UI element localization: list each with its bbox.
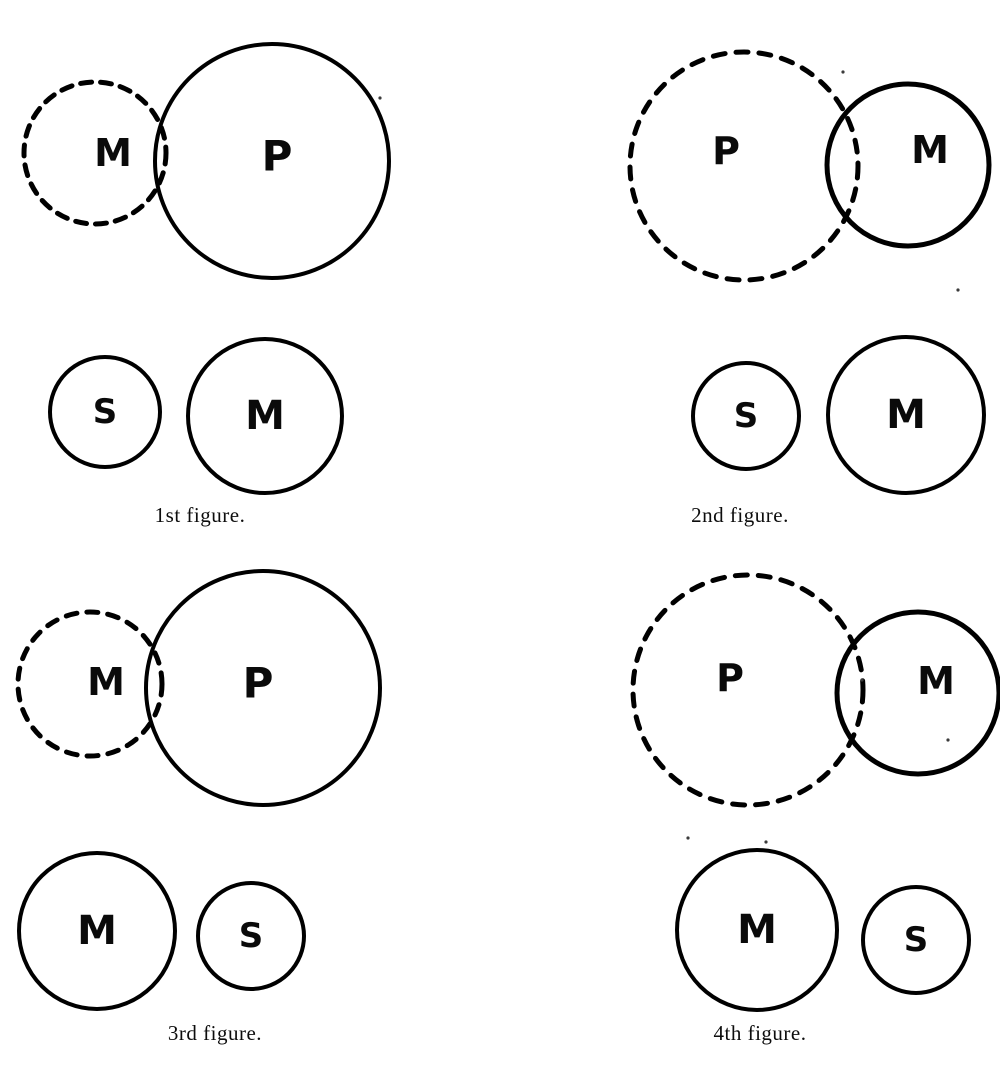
figure-4-caption: 4th figure.: [714, 1021, 807, 1045]
figure-2: P M S M 2nd figure.: [627, 49, 992, 527]
figure-4-conclusion-row: M S: [675, 848, 971, 1012]
circle-label-s: S: [734, 396, 759, 436]
figure-3-caption: 3rd figure.: [168, 1021, 262, 1045]
circle-m-dashed[interactable]: [15, 609, 165, 759]
scan-speck: [860, 678, 864, 682]
figure-1: M P S M 1st figure.: [21, 42, 391, 527]
circle-label-m: M: [911, 128, 949, 172]
scan-speck: [378, 96, 382, 100]
circle-label-m: M: [886, 392, 926, 438]
circle-m-solid[interactable]: [826, 335, 986, 495]
circle-label-m: M: [94, 131, 132, 175]
scan-speck: [841, 70, 845, 74]
circle-label-m: M: [77, 908, 117, 954]
circle-p-solid[interactable]: [144, 569, 382, 807]
circle-label-m: M: [917, 659, 955, 703]
circle-m-solid[interactable]: [186, 337, 344, 495]
circle-label-s: S: [904, 920, 929, 960]
figure-1-premise-row: M P: [21, 42, 391, 280]
figure-3-conclusion-row: M S: [17, 851, 306, 1011]
figure-3-premise-row: M P: [15, 569, 382, 807]
figure-4: P M M S 4th figure.: [630, 572, 1000, 1045]
circle-p-dashed[interactable]: [630, 572, 866, 808]
circle-label-s: S: [239, 916, 264, 956]
circle-p-dashed[interactable]: [627, 49, 861, 283]
circle-label-p: P: [712, 129, 740, 173]
circle-m-solid[interactable]: [834, 609, 1000, 777]
circle-m-solid[interactable]: [675, 848, 839, 1012]
circle-s-solid[interactable]: [861, 885, 971, 995]
circle-label-m: M: [737, 907, 777, 953]
figure-2-caption: 2nd figure.: [691, 503, 789, 527]
figure-3: M P M S 3rd figure.: [15, 569, 382, 1045]
circle-p-solid[interactable]: [153, 42, 391, 280]
scan-speck: [686, 836, 690, 840]
figure-1-caption: 1st figure.: [155, 503, 246, 527]
scan-speck: [764, 840, 768, 844]
scan-speck: [946, 738, 950, 742]
circle-label-m: M: [87, 660, 125, 704]
circle-label-m: M: [245, 393, 285, 439]
circle-label-p: P: [262, 132, 293, 181]
scan-speck-layer: [378, 70, 960, 844]
figure-2-premise-row: P M: [627, 49, 992, 283]
figure-2-conclusion-row: S M: [691, 335, 986, 495]
circle-s-solid[interactable]: [48, 355, 162, 469]
circle-m-solid[interactable]: [17, 851, 177, 1011]
figure-1-conclusion-row: S M: [48, 337, 344, 495]
figure-4-premise-row: P M: [630, 572, 1000, 808]
circle-s-solid[interactable]: [196, 881, 306, 991]
circle-label-p: P: [243, 659, 274, 708]
circle-m-solid[interactable]: [824, 81, 992, 249]
circle-label-p: P: [716, 656, 744, 700]
scan-speck: [956, 288, 960, 292]
circle-s-solid[interactable]: [691, 361, 801, 471]
circle-label-s: S: [93, 392, 118, 432]
circle-m-dashed[interactable]: [21, 79, 169, 227]
